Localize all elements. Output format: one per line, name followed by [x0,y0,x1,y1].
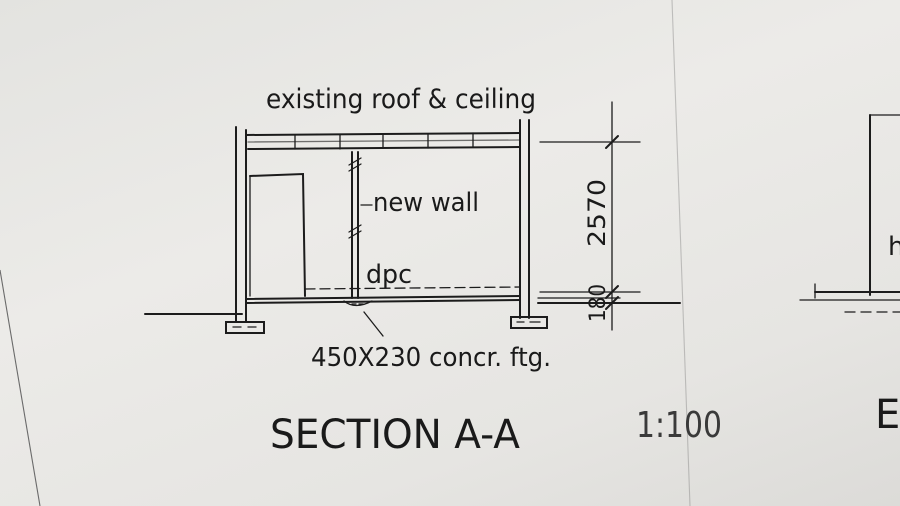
section-title: SECTION A-A [270,412,521,458]
right-footing [510,316,548,329]
footing-leader [363,311,384,337]
partial-heading: E [875,392,900,438]
dim-ticks [605,135,619,310]
new-wall-hatch [348,157,362,239]
partial-label: h [888,232,900,262]
floor-slab-bottom [245,299,521,304]
dim-height-label: 2570 [583,179,611,247]
door-opening [249,172,306,297]
dpc-line [304,286,521,290]
new-wall-label: new wall [373,188,479,218]
dpc-label: dpc [366,260,412,290]
wall-thickening [343,300,373,307]
paper-fold-line [0,269,41,506]
ceiling-line [247,146,521,150]
roof-label: existing roof & ceiling [266,84,536,115]
floor-slab-top [245,295,521,300]
dim-base-label: 180 [586,284,611,322]
scale-label: 1:100 [636,405,722,446]
footing-label: 450X230 concr. ftg. [311,343,551,373]
ceiling-joists [247,132,521,150]
left-footing [225,321,265,334]
paper-fold-line-right [671,0,691,506]
